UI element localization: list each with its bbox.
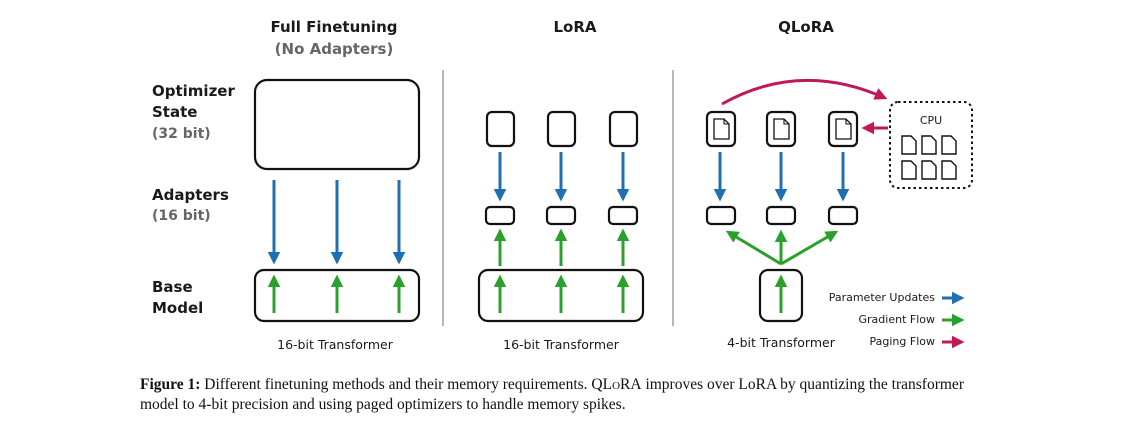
row-label-optimizer-bits: (32 bit) [152, 126, 211, 142]
row-label-optimizer: Optimizer [152, 82, 235, 100]
qlora-adapter-box-1 [705, 205, 737, 226]
qlora-optimizer-box-3 [827, 110, 859, 148]
qlora-optimizer-box-2 [765, 110, 797, 148]
full-finetuning-title: Full Finetuning [270, 18, 397, 36]
cpu-label: CPU [920, 114, 942, 127]
qlora-optimizer-box-1 [705, 110, 737, 148]
lora-footer-label: 16-bit Transformer [503, 337, 620, 352]
qlora-gradient-fan-left [725, 230, 782, 266]
qlora-adapter-box-3 [827, 205, 859, 226]
lora-optimizer-box-3 [608, 110, 639, 148]
row-label-adapters-bits: (16 bit) [152, 208, 211, 224]
lora-optimizer-box-1 [485, 110, 516, 148]
page-file-icon [921, 160, 937, 180]
row-label-state: State [152, 103, 197, 121]
legend-label-gradient-flow: Gradient Flow [859, 313, 935, 326]
row-label-base: Base [152, 278, 193, 296]
qlora-footer-label: 4-bit Transformer [727, 335, 836, 350]
page-file-icon [773, 118, 790, 140]
legend-label-parameter-updates: Parameter Updates [829, 291, 936, 304]
page-file-icon [921, 135, 937, 155]
lora-adapter-box-2 [545, 205, 577, 226]
qlora-title: QLoRA [778, 18, 834, 36]
row-label-model: Model [152, 299, 203, 317]
page-file-icon [941, 160, 957, 180]
full-footer-label: 16-bit Transformer [277, 337, 394, 352]
page-file-icon [835, 118, 852, 140]
caption-text-a: Different finetuning methods and their m… [200, 376, 603, 393]
lora-adapter-box-3 [607, 205, 639, 226]
figure-caption: Figure 1: Different finetuning methods a… [140, 375, 990, 415]
lora-title: LoRA [553, 18, 596, 36]
page-file-icon [901, 135, 917, 155]
page-file-icon [713, 118, 730, 140]
legend-label-paging-flow: Paging Flow [870, 335, 935, 348]
caption-qlora-smallcaps: LoRA [602, 376, 642, 393]
row-label-adapters: Adapters [152, 186, 229, 204]
full-finetuning-subtitle: (No Adapters) [275, 40, 394, 58]
full-optimizer-state-box [253, 78, 421, 171]
lora-optimizer-box-2 [546, 110, 577, 148]
figure-label: Figure 1: [140, 376, 201, 393]
page-file-icon [901, 160, 917, 180]
qlora-adapter-box-2 [765, 205, 797, 226]
qlora-gradient-fan-right [780, 230, 839, 266]
finetuning-diagram: Full Finetuning (No Adapters) LoRA QLoRA… [152, 18, 973, 352]
lora-adapter-box-1 [484, 205, 516, 226]
cpu-page-icons [901, 135, 957, 180]
paging-flow-arrow-to-cpu [721, 78, 888, 106]
page-file-icon [941, 135, 957, 155]
legend: Parameter Updates Gradient Flow Paging F… [829, 291, 965, 349]
caption-text-c: improves over LoRA by quantizing the tra… [140, 376, 964, 413]
